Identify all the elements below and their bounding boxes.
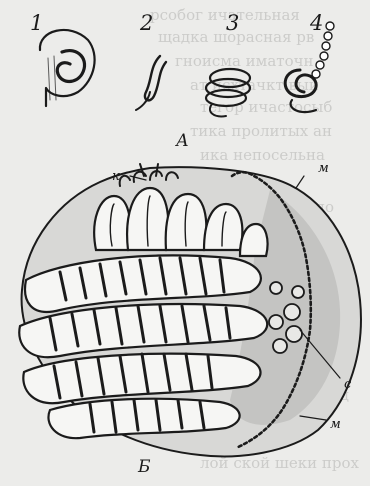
- label-m-bottom: м: [330, 417, 341, 432]
- label-c: с: [344, 377, 352, 392]
- part-b-section: к м с м Б: [19, 161, 361, 477]
- label-stage-2: 2: [139, 11, 153, 35]
- svg-text:ика непосельна: ика непосельна: [200, 146, 325, 164]
- label-stage-1: 1: [30, 11, 43, 35]
- svg-text:рсобог ичательная: рсобог ичательная: [150, 6, 300, 24]
- svg-text:гноисма иматочн: гноисма иматочн: [175, 52, 314, 70]
- label-part-b: Б: [137, 457, 151, 477]
- svg-text:тика пролитых ан: тика пролитых ан: [190, 122, 332, 140]
- label-m-top: м: [318, 161, 329, 176]
- svg-text:тегор ичастосыб: тегор ичастосыб: [200, 98, 332, 116]
- label-stage-4: 4: [309, 11, 323, 35]
- label-part-a: А: [175, 131, 189, 151]
- label-stage-3: 3: [226, 11, 239, 35]
- label-k: к: [112, 169, 120, 184]
